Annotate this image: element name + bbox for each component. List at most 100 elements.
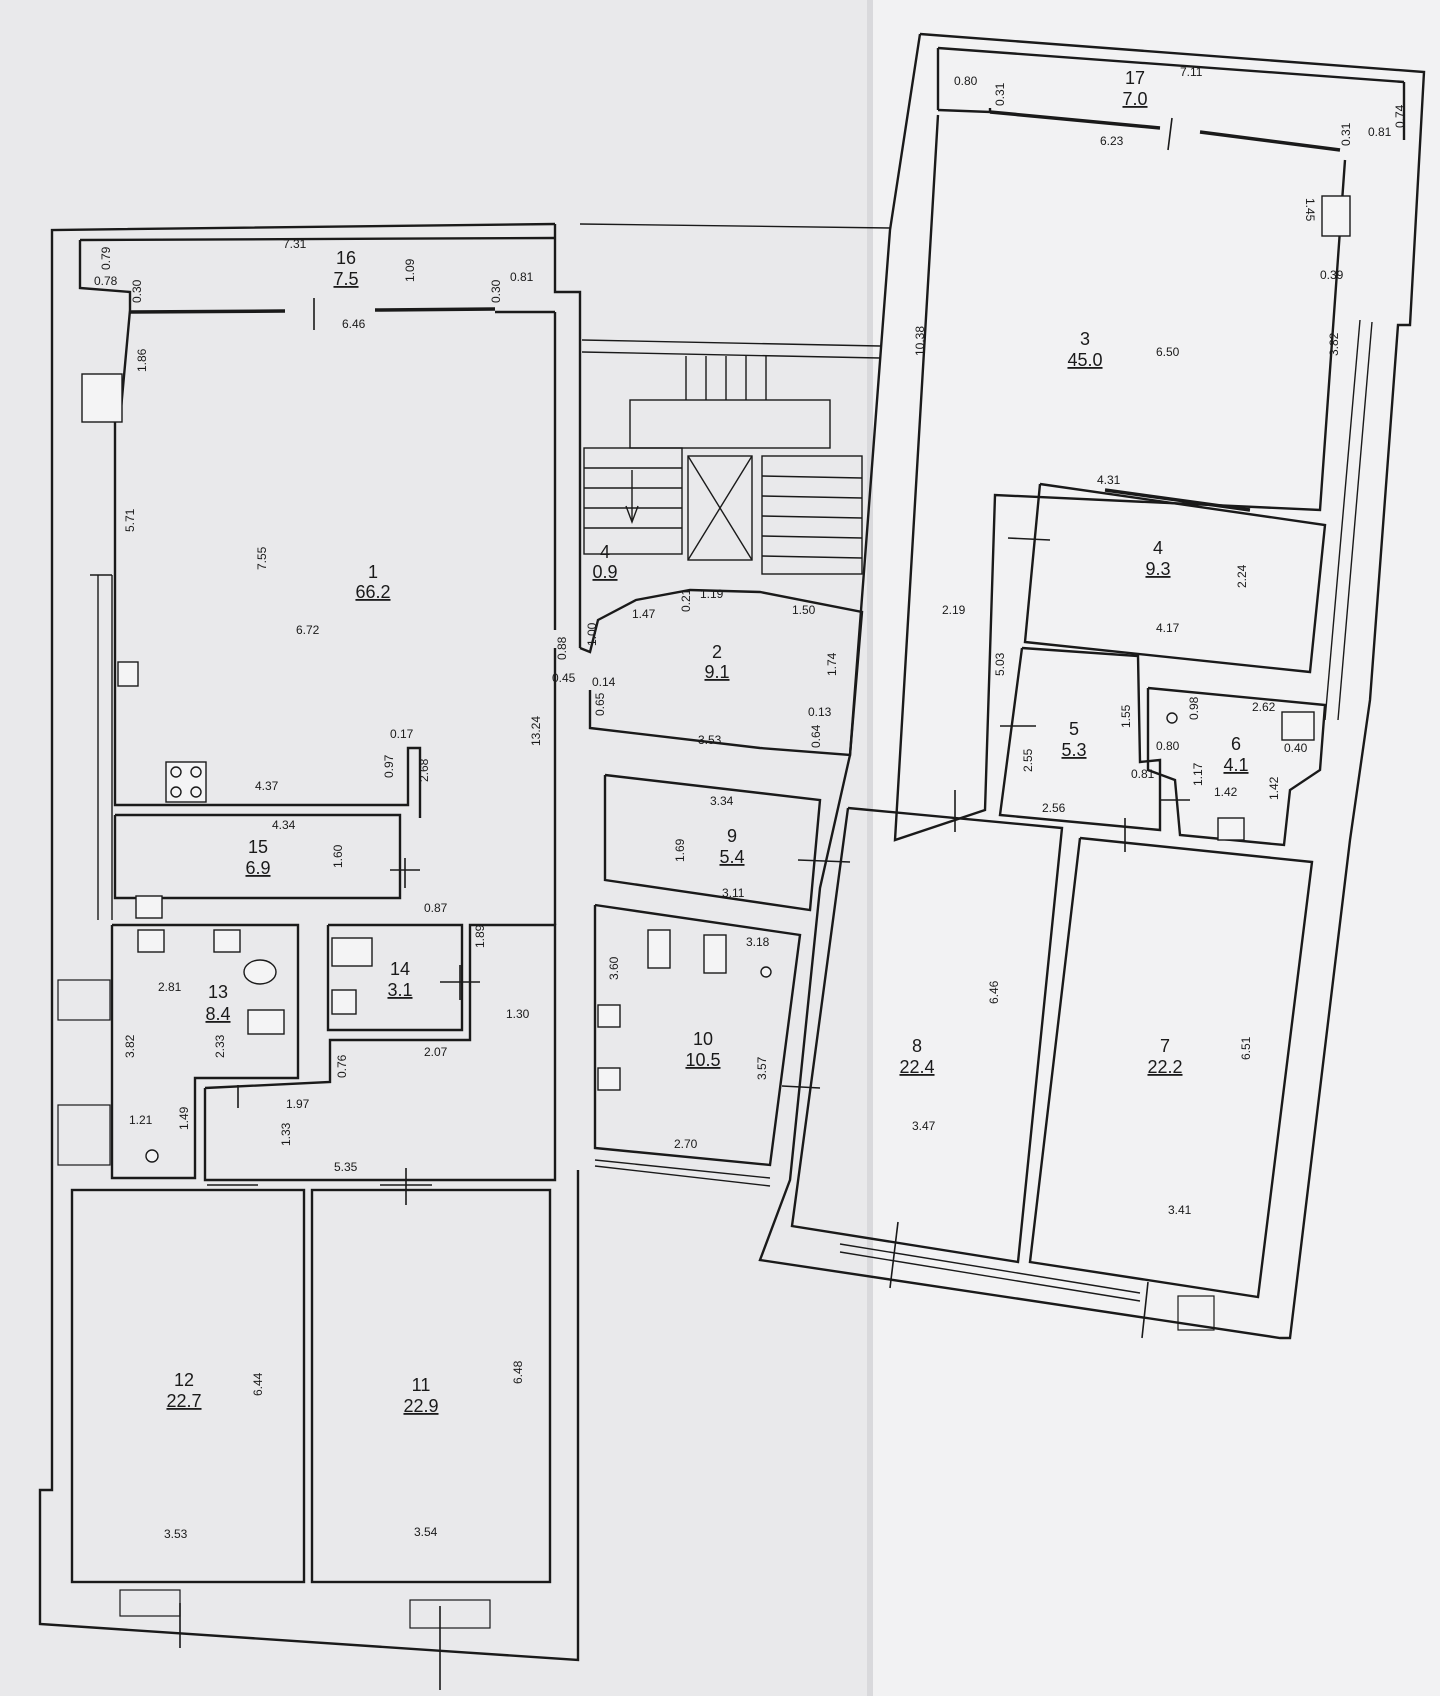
dim-label: 1.17 xyxy=(1191,762,1205,786)
dim-label: 1.21 xyxy=(129,1113,153,1127)
room-16-number: 16 xyxy=(336,248,356,268)
dim-label: 1.33 xyxy=(279,1122,293,1146)
dim-label: 5.35 xyxy=(334,1160,358,1174)
dim-label: 1.42 xyxy=(1267,776,1281,800)
dim-label: 4.34 xyxy=(272,818,296,832)
dim-label: 1.47 xyxy=(632,607,656,621)
dim-label: 1.86 xyxy=(135,348,149,372)
dim-label: 3.18 xyxy=(746,935,770,949)
left-doors xyxy=(179,298,480,1690)
dim-label: 13.24 xyxy=(529,716,543,746)
dim-label: 0.13 xyxy=(808,705,832,719)
center-rooms-walls xyxy=(579,588,864,1187)
dim-label: 2.24 xyxy=(1235,564,1249,588)
dim-label: 10.38 xyxy=(913,326,927,356)
room-14-area: 3.1 xyxy=(387,980,412,1000)
dim-label: 1.97 xyxy=(286,1097,310,1111)
dim-label: 0.80 xyxy=(954,74,978,88)
dim-label: 0.81 xyxy=(1131,767,1155,781)
dim-label: 0.74 xyxy=(1393,104,1407,128)
dim-label: 1.00 xyxy=(585,622,599,646)
room-11-area: 22.9 xyxy=(403,1396,438,1416)
dim-label: 3.34 xyxy=(710,794,734,808)
dim-label: 2.07 xyxy=(424,1045,448,1059)
dim-label: 2.56 xyxy=(1042,801,1066,815)
dim-label: 2.81 xyxy=(158,980,182,994)
room-1-area: 66.2 xyxy=(355,582,390,602)
room-4a-area: 0.9 xyxy=(592,562,617,582)
dim-label: 0.17 xyxy=(390,727,414,741)
dim-label: 0.78 xyxy=(94,274,118,288)
dim-label: 6.44 xyxy=(251,1372,265,1396)
right-fixtures xyxy=(1166,195,1351,841)
room-4b-number: 4 xyxy=(1153,538,1163,558)
room-17-number: 17 xyxy=(1125,68,1145,88)
dim-label: 0.79 xyxy=(99,246,113,270)
dim-label: 3.82 xyxy=(123,1034,137,1058)
dim-label: 4.17 xyxy=(1156,621,1180,635)
dim-label: 7.11 xyxy=(1180,65,1203,79)
room-10-number: 10 xyxy=(693,1029,713,1049)
dim-label: 3.11 xyxy=(722,886,745,900)
dim-label: 0.14 xyxy=(592,675,616,689)
room-5-number: 5 xyxy=(1069,719,1079,739)
dimension-labels: 0.79 0.78 7.31 1.09 0.30 0.30 0.81 6.46 … xyxy=(94,65,1407,1541)
room-3-number: 3 xyxy=(1080,329,1090,349)
dim-label: 2.62 xyxy=(1252,700,1276,714)
room-10-area: 10.5 xyxy=(685,1050,720,1070)
dim-label: 3.54 xyxy=(414,1525,438,1539)
room-7-area: 22.2 xyxy=(1147,1057,1182,1077)
room-8-number: 8 xyxy=(912,1036,922,1056)
room-12-area: 22.7 xyxy=(166,1391,201,1411)
dim-label: 1.42 xyxy=(1214,785,1238,799)
dim-label: 3.41 xyxy=(1168,1203,1192,1217)
dim-label: 7.55 xyxy=(255,546,269,570)
dim-label: 2.33 xyxy=(213,1034,227,1058)
room-13-area: 8.4 xyxy=(205,1004,230,1024)
right-doors xyxy=(889,117,1190,1339)
dim-label: 0.30 xyxy=(489,279,503,303)
dim-label: 0.76 xyxy=(335,1054,349,1078)
room-9-area: 5.4 xyxy=(719,847,744,867)
dim-label: 3.47 xyxy=(912,1119,936,1133)
dim-label: 2.68 xyxy=(417,758,431,782)
dim-label: 0.98 xyxy=(1187,696,1201,720)
dim-label: 6.51 xyxy=(1239,1036,1253,1060)
room-3-area: 45.0 xyxy=(1067,350,1102,370)
room-17-area: 7.0 xyxy=(1122,89,1147,109)
dim-label: 0.97 xyxy=(382,754,396,778)
dim-label: 1.74 xyxy=(825,652,839,676)
dim-label: 0.45 xyxy=(552,671,576,685)
room-14-number: 14 xyxy=(390,959,410,979)
dim-label: 1.45 xyxy=(1303,198,1317,222)
room-9-number: 9 xyxy=(727,826,737,846)
dim-label: 0.31 xyxy=(1339,122,1353,146)
dim-label: 4.37 xyxy=(255,779,279,793)
dim-label: 1.19 xyxy=(700,587,724,601)
dim-label: 6.46 xyxy=(342,317,366,331)
room-7-number: 7 xyxy=(1160,1036,1170,1056)
dim-label: 3.57 xyxy=(755,1056,769,1080)
room-2-number: 2 xyxy=(712,642,722,662)
dim-label: 0.81 xyxy=(1368,125,1392,139)
dim-label: 3.53 xyxy=(164,1527,188,1541)
dim-label: 1.49 xyxy=(177,1106,191,1130)
dim-label: 0.39 xyxy=(1320,268,1344,282)
dim-label: 0.81 xyxy=(510,270,534,284)
dim-label: 0.65 xyxy=(593,692,607,716)
dim-label: 6.23 xyxy=(1100,134,1124,148)
room-15-area: 6.9 xyxy=(245,858,270,878)
dim-label: 6.48 xyxy=(511,1360,525,1384)
dim-label: 0.80 xyxy=(1156,739,1180,753)
dim-label: 6.72 xyxy=(296,623,320,637)
room-13-number: 13 xyxy=(208,982,228,1002)
right-building-walls xyxy=(758,32,1426,1340)
dim-label: 3.60 xyxy=(607,956,621,980)
left-fixtures xyxy=(81,373,373,1163)
dim-label: 1.09 xyxy=(403,258,417,282)
dim-label: 1.89 xyxy=(473,924,487,948)
center-fixtures xyxy=(597,929,772,1091)
room-6-number: 6 xyxy=(1231,734,1241,754)
room-2-area: 9.1 xyxy=(704,662,729,682)
